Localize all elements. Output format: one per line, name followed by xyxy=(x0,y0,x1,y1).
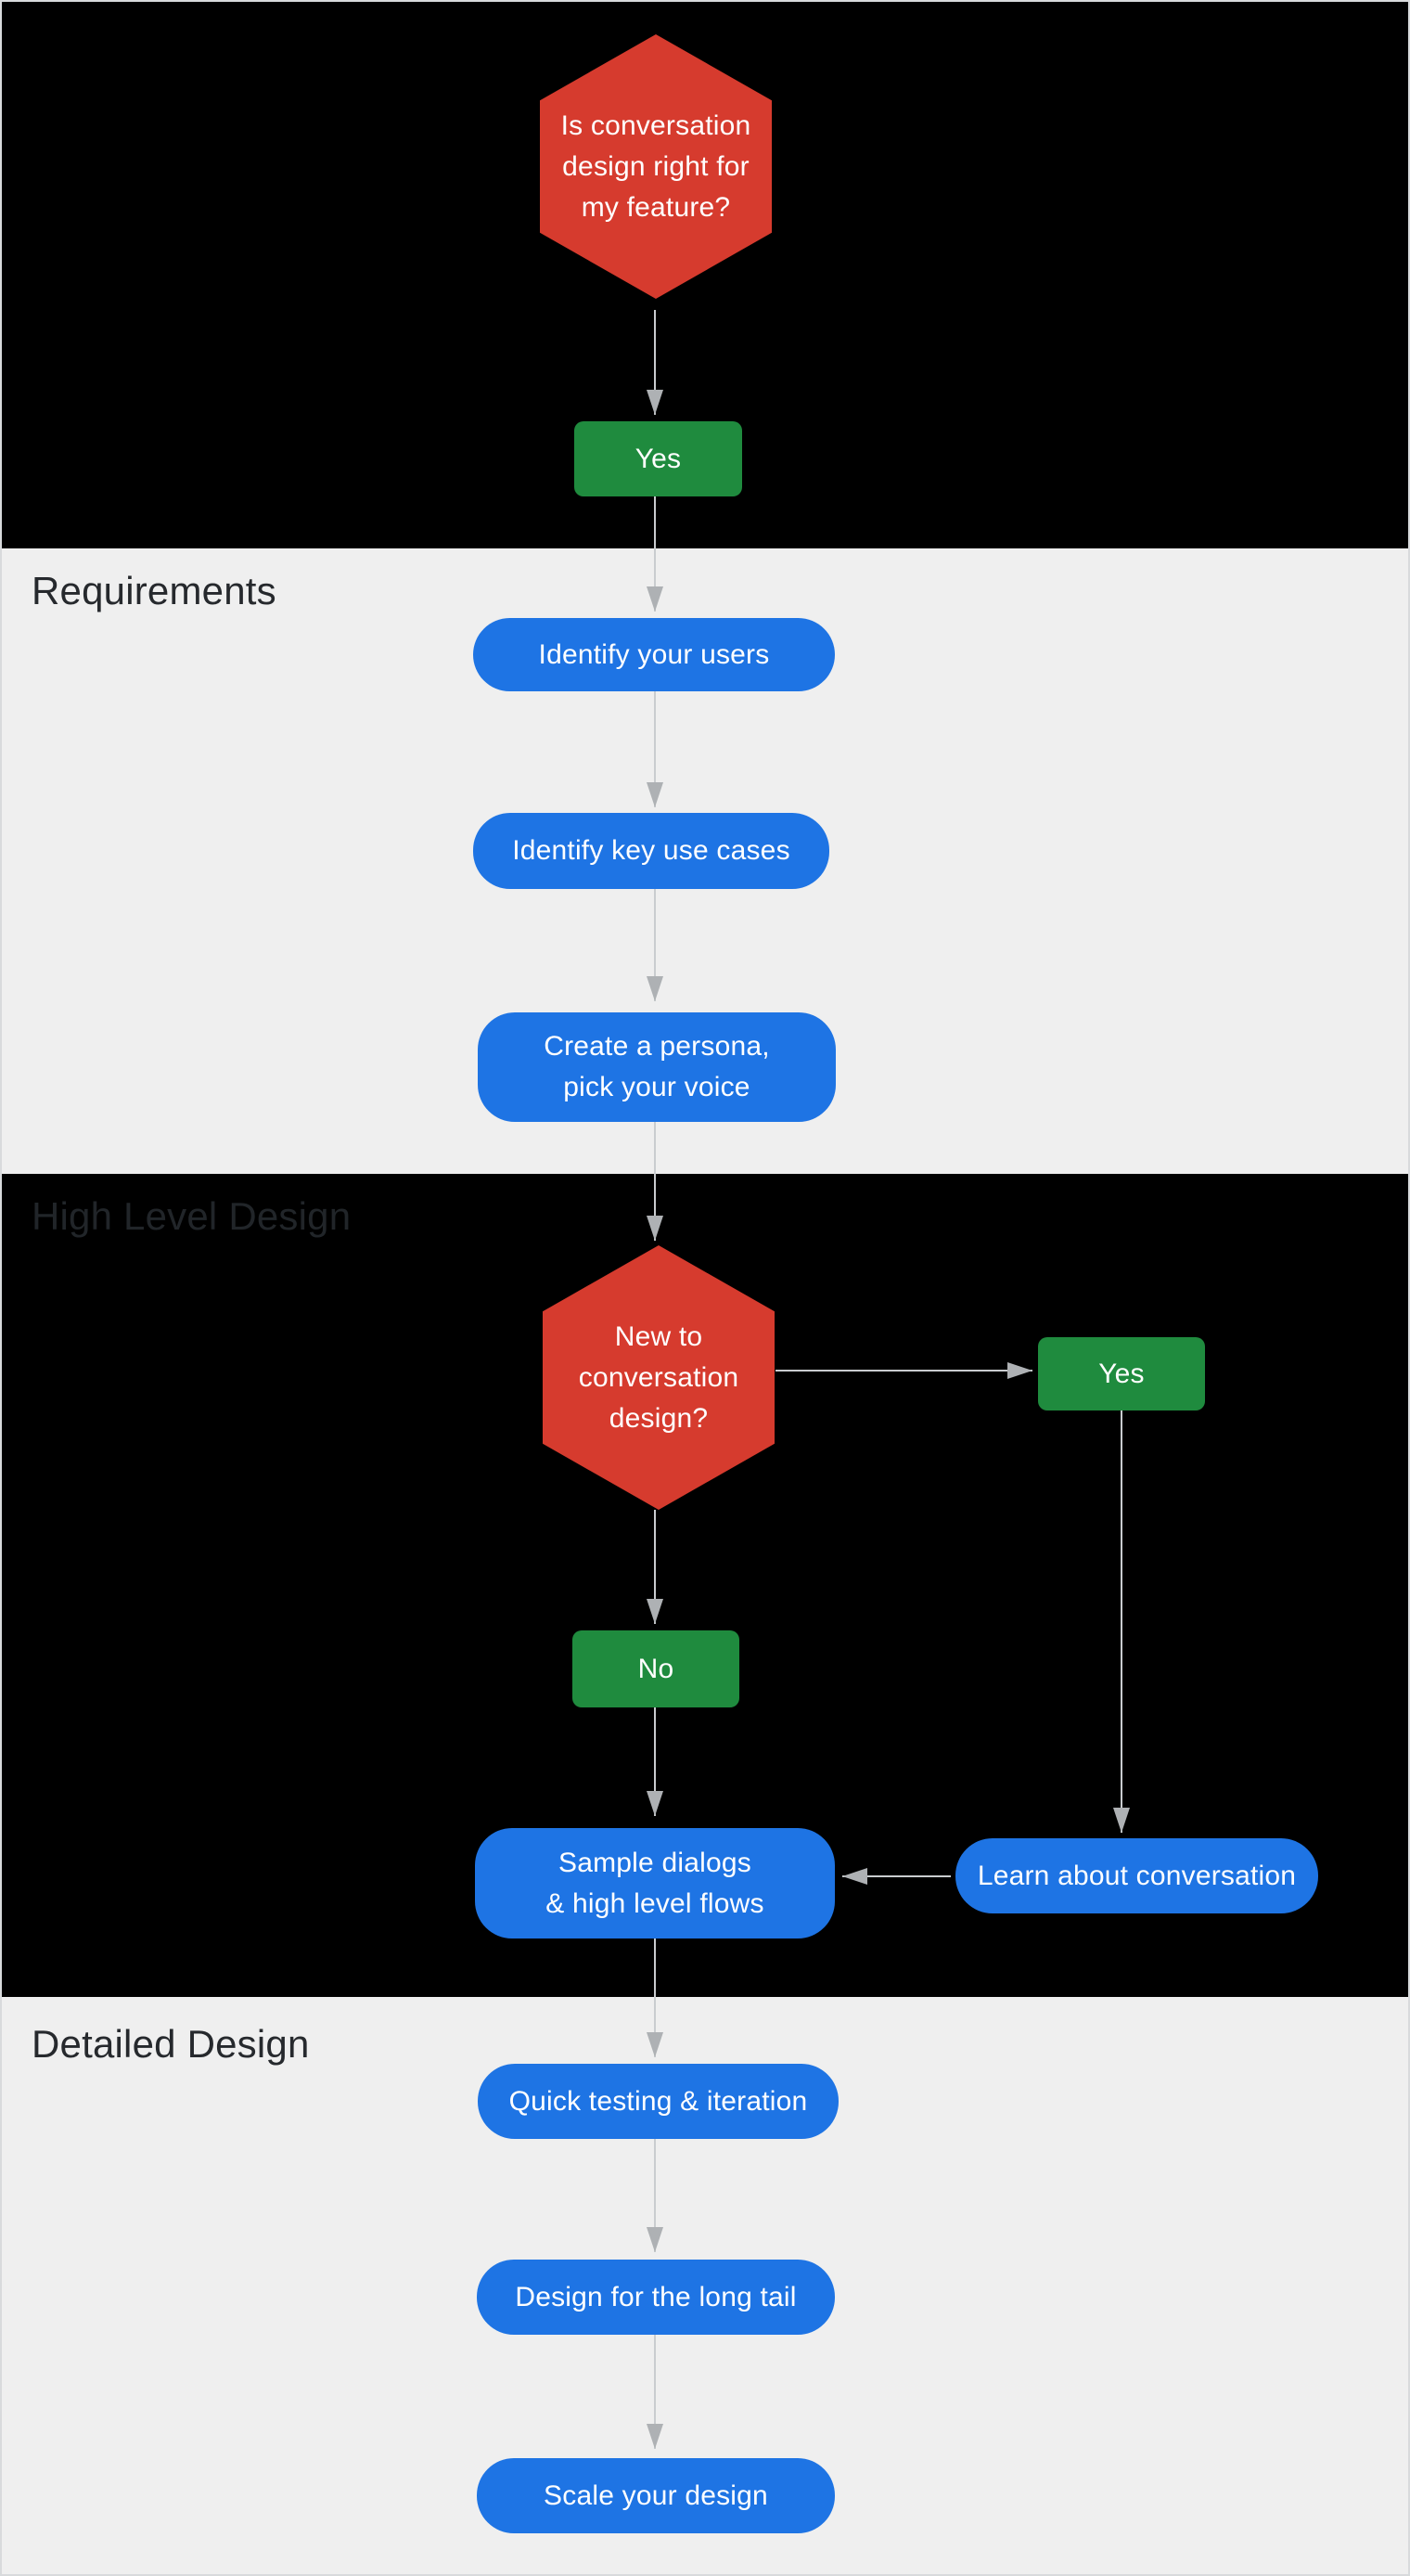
process-node-quick-testing: Quick testing & iteration xyxy=(478,2064,839,2139)
answer-node-label: No xyxy=(637,1653,674,1684)
arrow-sample-dialogs-to-quick-testing xyxy=(654,1938,656,2057)
process-node-learn-about-conversation: Learn about conversation xyxy=(955,1838,1318,1913)
arrow-decision-new-to-yes xyxy=(776,1370,1032,1372)
process-node-sample-dialogs: Sample dialogs & high level flows xyxy=(475,1828,835,1938)
arrow-quick-testing-to-long-tail xyxy=(654,2139,656,2252)
section-label-high-level-design: High Level Design xyxy=(32,1194,352,1238)
arrow-yes-to-learn-conversation xyxy=(1121,1410,1122,1833)
process-node-label: Scale your design xyxy=(544,2479,768,2511)
process-node-label: Sample dialogs & high level flows xyxy=(545,1847,764,1919)
process-node-scale-your-design: Scale your design xyxy=(477,2458,835,2533)
process-node-label: Identify key use cases xyxy=(512,835,790,866)
process-node-design-long-tail: Design for the long tail xyxy=(477,2260,835,2335)
section-label-requirements: Requirements xyxy=(32,569,276,612)
arrow-decision-new-to-no xyxy=(654,1510,656,1624)
process-node-create-a-persona: Create a persona, pick your voice xyxy=(478,1012,836,1122)
answer-node-label: Yes xyxy=(634,443,682,474)
process-node-label: Quick testing & iteration xyxy=(508,2085,808,2117)
process-node-label: Design for the long tail xyxy=(515,2281,797,2312)
arrow-long-tail-to-scale xyxy=(654,2335,656,2449)
section-label-detailed-design: Detailed Design xyxy=(32,2022,310,2066)
process-node-identify-key-use-cases: Identify key use cases xyxy=(473,813,829,889)
decision-node-is-conversation-design-right: Is conversation design right for my feat… xyxy=(540,34,772,299)
answer-node-yes-start: Yes xyxy=(574,421,742,496)
arrow-learn-to-sample-dialogs xyxy=(842,1875,951,1877)
arrow-use-cases-to-persona xyxy=(654,889,656,1001)
answer-node-yes-new: Yes xyxy=(1038,1337,1205,1410)
answer-node-label: Yes xyxy=(1098,1358,1145,1389)
answer-node-no-new: No xyxy=(572,1630,739,1707)
arrow-yes-to-identify-users xyxy=(654,496,656,612)
process-node-label: Learn about conversation xyxy=(977,1860,1297,1891)
process-node-identify-your-users: Identify your users xyxy=(473,618,835,691)
process-node-label: Identify your users xyxy=(538,638,770,670)
process-node-label: Create a persona, pick your voice xyxy=(544,1031,770,1102)
arrow-identify-users-to-use-cases xyxy=(654,691,656,807)
decision-node-label: New to conversation design? xyxy=(578,1320,739,1434)
decision-node-new-to-conversation-design: New to conversation design? xyxy=(543,1245,775,1510)
arrow-persona-to-decision-new xyxy=(654,1122,656,1241)
arrow-decision-start-to-yes xyxy=(654,310,656,415)
decision-node-label: Is conversation design right for my feat… xyxy=(560,109,751,223)
arrow-no-to-sample-dialogs xyxy=(654,1707,656,1816)
